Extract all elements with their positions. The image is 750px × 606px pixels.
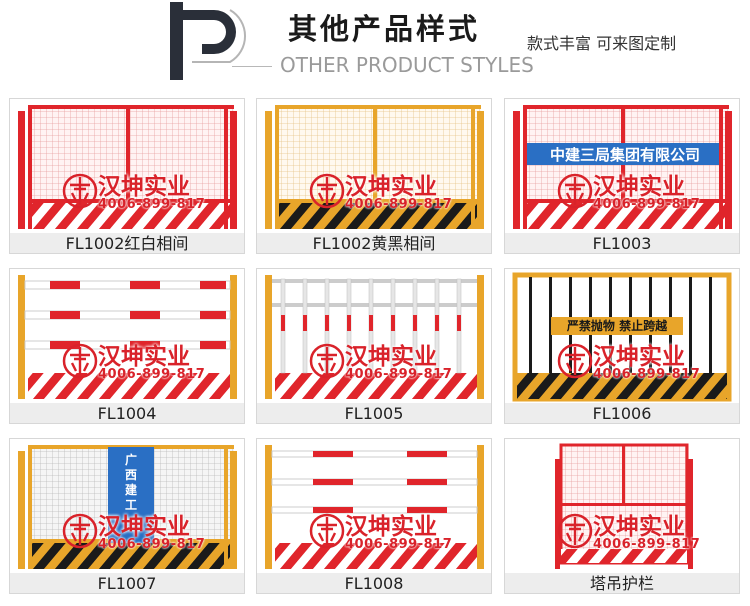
watermark: 汉坤实业 4006-899-817 xyxy=(505,99,739,233)
product-card-fl1006[interactable]: 严禁抛物 禁止跨越 汉坤实业 4006-899-817 FL1006 xyxy=(504,268,740,424)
product-card-fl1002-red[interactable]: 汉坤实业 4006-899-817 FL1002红白相间 xyxy=(9,98,245,254)
product-card-fl1008[interactable]: 汉坤实业 4006-899-817 FL1008 xyxy=(256,438,492,594)
p-logo-icon xyxy=(170,2,247,80)
brand-seal-icon xyxy=(557,513,593,549)
page-subtitle: 款式丰富 可来图定制 xyxy=(527,34,677,53)
fence-image xyxy=(10,269,244,403)
watermark-phone: 4006-899-817 xyxy=(593,197,701,212)
product-card-fl1002-yellow[interactable]: 汉坤实业 4006-899-817 FL1002黄黑相间 xyxy=(256,98,492,254)
brand-seal-icon xyxy=(557,343,593,379)
watermark-brand: 汉坤实业 xyxy=(98,174,190,200)
fence-image xyxy=(257,99,491,233)
product-card-tower-crane[interactable]: 汉坤实业 4006-899-817 塔吊护栏 xyxy=(504,438,740,594)
fence-image xyxy=(257,269,491,403)
product-caption: FL1006 xyxy=(505,403,739,423)
watermark-phone: 4006-899-817 xyxy=(345,367,453,382)
english-title: OTHER PRODUCT STYLES xyxy=(280,53,534,77)
product-caption: FL1002红白相间 xyxy=(10,233,244,253)
watermark: 汉坤实业 4006-899-817 xyxy=(10,439,244,573)
product-card-fl1005[interactable]: 汉坤实业 4006-899-817 FL1005 xyxy=(256,268,492,424)
watermark-brand: 汉坤实业 xyxy=(98,514,190,540)
fence-image xyxy=(505,439,739,573)
fence-image xyxy=(505,99,739,233)
watermark-brand: 汉坤实业 xyxy=(345,174,437,200)
watermark-phone: 4006-899-817 xyxy=(593,367,701,382)
brand-seal-icon xyxy=(62,173,98,209)
watermark: 汉坤实业 4006-899-817 xyxy=(257,99,491,233)
watermark: 汉坤实业 4006-899-817 xyxy=(257,439,491,573)
watermark-brand: 汉坤实业 xyxy=(593,514,685,540)
watermark-phone: 4006-899-817 xyxy=(98,197,206,212)
page-title: 其他产品样式 xyxy=(288,12,481,46)
brand-seal-icon xyxy=(309,343,345,379)
watermark-brand: 汉坤实业 xyxy=(593,174,685,200)
product-card-fl1007[interactable]: 广西建工 汉坤实业 4006-899-817 FL1007 xyxy=(9,438,245,594)
watermark-brand: 汉坤实业 xyxy=(593,344,685,370)
product-caption: FL1007 xyxy=(10,573,244,593)
brand-seal-icon xyxy=(309,173,345,209)
brand-seal-icon xyxy=(62,513,98,549)
watermark: 汉坤实业 4006-899-817 xyxy=(10,99,244,233)
product-caption: FL1005 xyxy=(257,403,491,423)
watermark: 汉坤实业 4006-899-817 xyxy=(10,269,244,403)
fence-image xyxy=(10,439,244,573)
watermark-brand: 汉坤实业 xyxy=(345,514,437,540)
fence-sign: 严禁抛物 禁止跨越 xyxy=(566,319,668,333)
section-header: 其他产品样式 款式丰富 可来图定制 OTHER PRODUCT STYLES xyxy=(0,0,750,88)
watermark-phone: 4006-899-817 xyxy=(593,537,701,552)
product-caption: 塔吊护栏 xyxy=(505,573,739,593)
watermark-phone: 4006-899-817 xyxy=(98,367,206,382)
fence-image xyxy=(10,99,244,233)
product-card-fl1003[interactable]: 中建三局集团有限公司 汉坤实业 4006-899-817 FL1003 xyxy=(504,98,740,254)
product-caption: FL1002黄黑相间 xyxy=(257,233,491,253)
watermark-brand: 汉坤实业 xyxy=(98,344,190,370)
fence-sign: 广西建工 xyxy=(124,453,137,512)
watermark: 汉坤实业 4006-899-817 xyxy=(505,439,739,573)
product-card-fl1004[interactable]: 汉坤实业 4006-899-817 FL1004 xyxy=(9,268,245,424)
brand-seal-icon xyxy=(62,343,98,379)
watermark-phone: 4006-899-817 xyxy=(345,197,453,212)
product-caption: FL1003 xyxy=(505,233,739,253)
fence-image xyxy=(505,269,739,403)
watermark: 汉坤实业 4006-899-817 xyxy=(257,269,491,403)
brand-seal-icon xyxy=(309,513,345,549)
fence-image xyxy=(257,439,491,573)
watermark-phone: 4006-899-817 xyxy=(345,537,453,552)
divider xyxy=(232,66,272,67)
watermark-phone: 4006-899-817 xyxy=(98,537,206,552)
product-caption: FL1004 xyxy=(10,403,244,423)
watermark-brand: 汉坤实业 xyxy=(345,344,437,370)
fence-sign: 中建三局集团有限公司 xyxy=(549,146,700,164)
brand-seal-icon xyxy=(557,173,593,209)
watermark: 汉坤实业 4006-899-817 xyxy=(505,269,739,403)
product-caption: FL1008 xyxy=(257,573,491,593)
